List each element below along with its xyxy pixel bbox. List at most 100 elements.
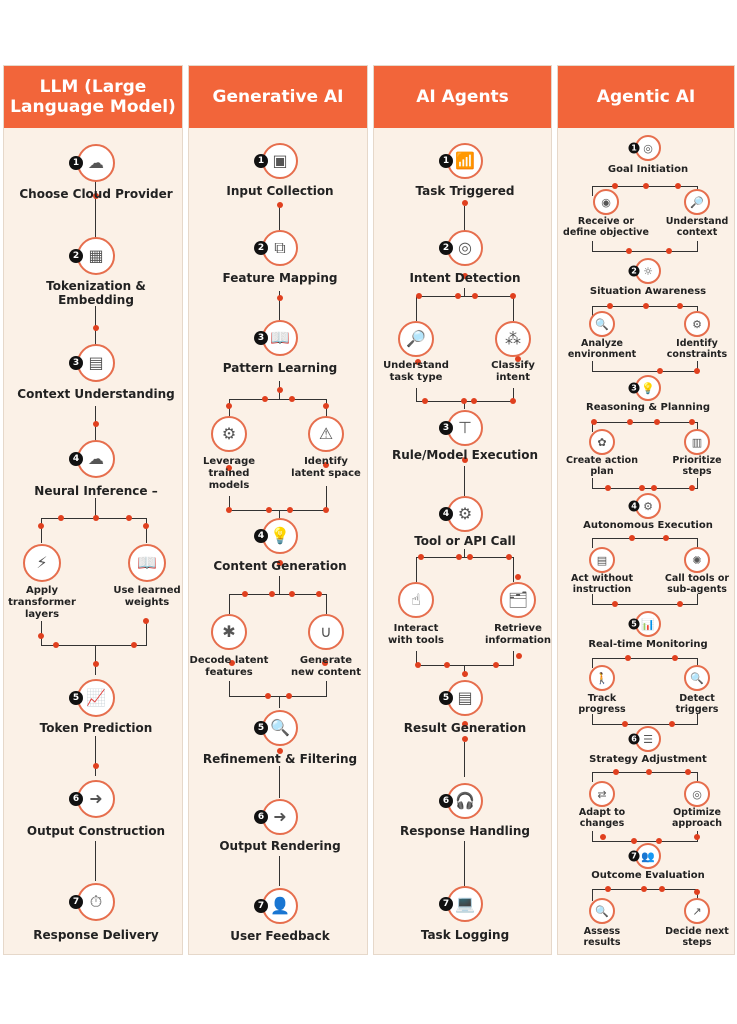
book-pen-icon: 📖 [137, 553, 157, 572]
step-label: Reasoning & Planning [585, 402, 711, 413]
connector-dot [646, 769, 652, 775]
branch-label: Adapt to changes [578, 807, 626, 830]
connector-dot [277, 295, 283, 301]
step-label: Goal Initiation [607, 164, 689, 175]
connector-line [416, 296, 417, 321]
branch-node: 📖 [128, 544, 166, 582]
connector-line [592, 478, 593, 488]
warning-search-icon: ⚠ [318, 424, 334, 443]
connector-dot [58, 515, 64, 521]
branch-label: Create action plan [566, 455, 638, 478]
connector-dot [694, 834, 700, 840]
person-progress-icon: 🚶 [595, 671, 609, 685]
connector-dot [666, 248, 672, 254]
connector-line [592, 714, 593, 724]
connector-dot [672, 655, 678, 661]
magnet-icon: ∪ [320, 622, 332, 641]
connector-dot [93, 421, 99, 427]
step-number: 2 [254, 241, 268, 255]
connector-line [229, 399, 230, 419]
user-feedback-icon: 👤 [270, 896, 290, 915]
step-node: ☁ [77, 144, 115, 182]
branch-node: 🔎 [398, 321, 434, 357]
branch-node: 🔍 [589, 898, 615, 924]
step-number: 7 [69, 895, 83, 909]
branch-node: ↗ [684, 898, 710, 924]
connector-line [326, 399, 327, 419]
connector-line [592, 772, 698, 773]
branch-node: ✺ [684, 547, 710, 573]
column-header-ai-agents: AI Agents [374, 66, 551, 128]
step-label: User Feedback [230, 929, 330, 943]
branch-node: ⚙ [684, 311, 710, 337]
connector-line [95, 498, 96, 518]
connector-dot [659, 886, 665, 892]
connector-dot [472, 293, 478, 299]
connector-dot [422, 398, 428, 404]
connector-dot [131, 642, 137, 648]
connector-dot [694, 889, 700, 895]
branch-node: ✱ [211, 614, 247, 650]
connector-line [416, 557, 417, 582]
step-number: 1 [69, 156, 83, 170]
connector-line [592, 488, 698, 489]
branch-node: 🔍 [684, 665, 710, 691]
branch-node: 🔍 [589, 311, 615, 337]
connector-dot [600, 834, 606, 840]
step-label: Context Understanding [17, 387, 175, 401]
api-gear-icon: ⚙ [457, 504, 473, 523]
connector-dot [265, 693, 271, 699]
connector-dot [415, 662, 421, 668]
step-label: Content Generation [213, 559, 347, 573]
connector-dot [669, 721, 675, 727]
connector-line [95, 841, 96, 881]
target-icon: ◎ [643, 141, 653, 155]
analyze-search-icon: 🔍 [595, 317, 609, 331]
connector-line [464, 466, 465, 496]
connector-line [592, 251, 698, 252]
step-number: 5 [254, 721, 268, 735]
assess-icon: 🔍 [595, 904, 609, 918]
connector-line [279, 291, 280, 321]
connector-line [41, 518, 42, 543]
connector-dot [607, 303, 613, 309]
connector-line [279, 206, 280, 242]
connector-line [697, 889, 698, 901]
connector-line [464, 742, 465, 777]
step-label: Output Construction [26, 824, 166, 838]
step-number: 2 [439, 241, 453, 255]
branch-node: ⚡ [23, 544, 61, 582]
branch-node: ◎ [684, 781, 710, 807]
branch-label: Identify constraints [666, 338, 728, 361]
step-node: ▣ [262, 143, 298, 179]
connector-line [697, 714, 698, 724]
branch-node: ◉ [593, 189, 619, 215]
connector-line [592, 371, 698, 372]
branch-node: ▥ [684, 429, 710, 455]
connector-dot [515, 574, 521, 580]
connector-line [229, 696, 327, 697]
step-label: Intent Detection [409, 271, 521, 285]
connector-line [697, 594, 698, 604]
connector-line [464, 401, 465, 409]
branch-label: Leverage trained models [202, 456, 256, 491]
step-number: 3 [69, 356, 83, 370]
network-model-icon: ⚙ [221, 424, 237, 443]
head-search-icon: 🔎 [406, 329, 426, 348]
step-number: 5 [439, 691, 453, 705]
clock-delivery-icon: ⏱ [89, 892, 103, 911]
connector-dot [229, 660, 235, 666]
classify-icon: ⁂ [505, 329, 521, 348]
connector-line [229, 399, 327, 400]
connector-line [464, 288, 465, 296]
connector-dot [462, 671, 468, 677]
step-label: Result Generation [403, 721, 527, 735]
connector-line [592, 186, 593, 196]
branch-label: Classify intent [491, 360, 535, 383]
connector-dot [226, 403, 232, 409]
adapt-arrows-icon: ⇄ [597, 787, 607, 801]
connector-dot [605, 886, 611, 892]
connector-dot [643, 303, 649, 309]
step-number: 4 [69, 452, 83, 466]
connector-dot [626, 248, 632, 254]
